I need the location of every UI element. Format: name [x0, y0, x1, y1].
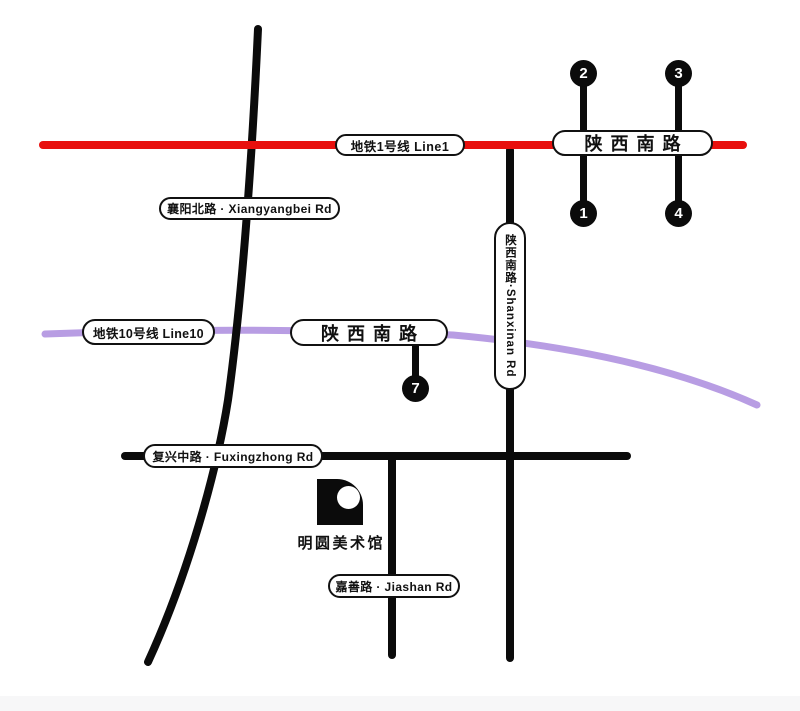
shanxinan-road-label-pill: 陕西南路·Shanxinan Rd: [494, 222, 526, 390]
station-line1-label: 陕西南路: [584, 134, 689, 154]
exit-2-number: 2: [579, 65, 588, 82]
metro-line10-label-pill: 地铁10号线 Line10: [82, 319, 215, 345]
exit-4-number: 4: [674, 205, 683, 222]
exit-3-badge: 3: [665, 60, 692, 87]
museum-name-label: 明圆美术馆: [297, 534, 385, 552]
xiangyangbei-road-path: [144, 25, 262, 666]
xiangyangbei-road-label: 襄阳北路 · Xiangyangbei Rd: [167, 202, 332, 216]
exit-2-badge: 2: [570, 60, 597, 87]
xiangyangbei-road-label-pill: 襄阳北路 · Xiangyangbei Rd: [159, 197, 340, 220]
shanxinan-road-label: 陕西南路·Shanxinan Rd: [504, 234, 516, 378]
jiashan-road-label-pill: 嘉善路 · Jiashan Rd: [328, 574, 460, 598]
exit-4-badge: 4: [665, 200, 692, 227]
museum-logo-icon: [317, 479, 363, 525]
fuxingzhong-road-label-pill: 复兴中路 · Fuxingzhong Rd: [143, 444, 323, 468]
exit-7-number: 7: [411, 380, 420, 397]
station-line10-label: 陕西南路: [321, 323, 425, 344]
station-shanxinanlu-line1: 陕西南路: [552, 130, 713, 156]
exit-1-number: 1: [579, 205, 588, 222]
metro-line1-label-pill: 地铁1号线 Line1: [335, 134, 465, 156]
exit-3-number: 3: [674, 65, 683, 82]
jiashan-road-label: 嘉善路 · Jiashan Rd: [335, 579, 453, 594]
station-shanxinanlu-line10: 陕西南路: [290, 319, 448, 346]
exit-7-badge: 7: [402, 375, 429, 402]
fuxingzhong-road-label: 复兴中路 · Fuxingzhong Rd: [152, 449, 314, 464]
metro-line1-label: 地铁1号线 Line1: [350, 139, 450, 154]
museum-logo-circle: [337, 486, 360, 509]
bottom-edge-band: [0, 696, 800, 711]
exit-1-badge: 1: [570, 200, 597, 227]
metro-line10-label: 地铁10号线 Line10: [93, 326, 204, 341]
